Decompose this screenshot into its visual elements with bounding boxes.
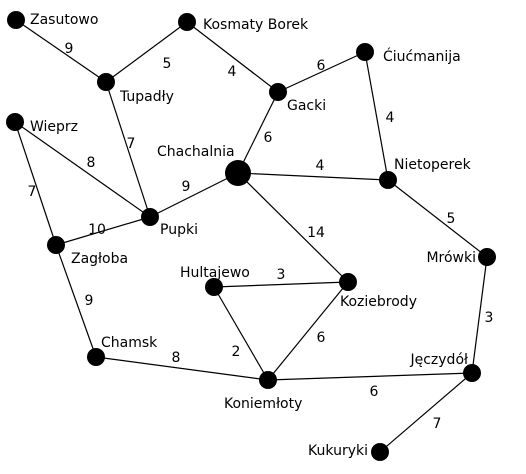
edge-weight-hultajewo-koniemloty: 2 [232,344,241,360]
edge-weight-nietoperek-mrowki: 5 [447,211,456,227]
node-label-wieprz: Wieprz [30,119,78,135]
edge-weight-hultajewo-koziebrody: 3 [277,267,286,283]
edge-chamsk-koniemloty [95,356,269,381]
edge-weight-mrowki-jeczydol: 3 [485,310,494,326]
node-label-nietoperek: Nietoperek [394,157,472,173]
edge-chachalnia-koziebrody [237,172,349,283]
edge-weight-koniemloty-jeczydol: 6 [370,384,379,400]
edge-jeczydol-kukuryki [379,372,473,453]
nodes-layer [6,11,496,461]
edge-weight-tupadly-pupki: 7 [127,136,136,152]
edge-weight-wieprz-pupki: 8 [87,155,96,171]
edge-weight-ciucmanija-nietoperek: 4 [386,110,395,126]
edges-layer [14,19,488,453]
edge-koniemloty-jeczydol [267,372,473,381]
edge-mrowki-jeczydol [471,256,488,374]
edge-zagloba-chamsk [55,244,97,358]
node-label-ciucmanija: Ćiućmanija [383,47,461,65]
edge-tupadly-kosmaty [105,21,188,83]
edge-zasutowo-tupadly [15,19,107,83]
node-pupki [141,208,159,226]
node-nietoperek [379,171,397,189]
node-ciucmanija [356,43,374,61]
node-zasutowo [7,11,25,29]
edge-weight-pupki-chachalnia: 9 [182,179,191,195]
node-label-mrowki: Mrówki [426,250,476,266]
edge-pupki-chachalnia [149,172,239,218]
edge-ciucmanija-nietoperek [364,51,389,181]
node-jeczydol [463,364,481,382]
node-label-koniemloty: Koniemłoty [224,396,302,412]
node-tupadly [97,73,115,91]
node-koziebrody [339,273,357,291]
edge-gacki-ciucmanija [277,51,366,93]
edge-weight-chamsk-koniemloty: 8 [172,350,181,366]
node-label-kosmaty: Kosmaty Borek [203,17,309,33]
node-label-zasutowo: Zasutowo [30,12,98,28]
node-label-jeczydol: Jęczydół [409,352,468,368]
node-chachalnia [225,160,251,186]
node-kukuryki [371,443,389,461]
edge-weight-jeczydol-kukuryki: 7 [433,416,442,432]
edge-weight-kosmaty-gacki: 4 [228,64,237,80]
edge-weights-layer: 9 5 4 6 4 7 6 4 8 7 9 10 14 5 9 3 2 6 3 8 6 7 [28,41,494,432]
edge-hultajewo-koziebrody [213,281,349,288]
node-label-tupadly: Tupadły [119,89,174,105]
edge-weight-tupadly-kosmaty: 5 [163,56,172,72]
edge-chachalnia-nietoperek [237,172,389,181]
node-koniemloty [259,371,277,389]
edge-weight-gacki-chachalnia: 6 [264,130,273,146]
edge-weight-chachalnia-koziebrody: 14 [307,225,325,241]
edge-weight-zasutowo-tupadly: 9 [65,41,74,57]
edge-weight-zagloba-chamsk: 9 [85,293,94,309]
edge-wieprz-pupki [14,121,151,218]
edge-koziebrody-koniemloty [267,281,349,381]
node-kosmaty [178,13,196,31]
node-label-chamsk: Chamsk [101,335,158,351]
node-mrowki [478,248,496,266]
edge-hultajewo-koniemloty [213,286,269,381]
edge-tupadly-pupki [105,81,151,218]
edge-nietoperek-mrowki [387,179,488,258]
node-gacki [269,83,287,101]
edge-weight-chachalnia-nietoperek: 4 [316,158,325,174]
node-label-kukuryki: Kukuryki [308,443,368,459]
node-chamsk [87,348,105,366]
edge-wieprz-zagloba [14,121,57,246]
node-label-gacki: Gacki [287,98,326,114]
edge-weight-wieprz-zagloba: 7 [28,184,37,200]
node-wieprz [6,113,24,131]
edge-gacki-chachalnia [237,91,279,174]
node-label-hultajewo: Hultajewo [180,265,250,281]
edge-weight-gacki-ciucmanija: 6 [317,58,326,74]
node-label-zagloba: Zagłoba [71,251,128,267]
node-label-chachalnia: Chachalnia [157,144,235,160]
node-zagloba [47,236,65,254]
node-label-koziebrody: Koziebrody [340,294,417,310]
edge-weight-koziebrody-koniemloty: 6 [317,330,326,346]
node-hultajewo [205,278,223,296]
edge-kosmaty-gacki [186,21,279,93]
edge-weight-zagloba-pupki: 10 [88,222,106,238]
node-label-pupki: Pupki [160,222,198,238]
edge-zagloba-pupki [55,216,151,246]
